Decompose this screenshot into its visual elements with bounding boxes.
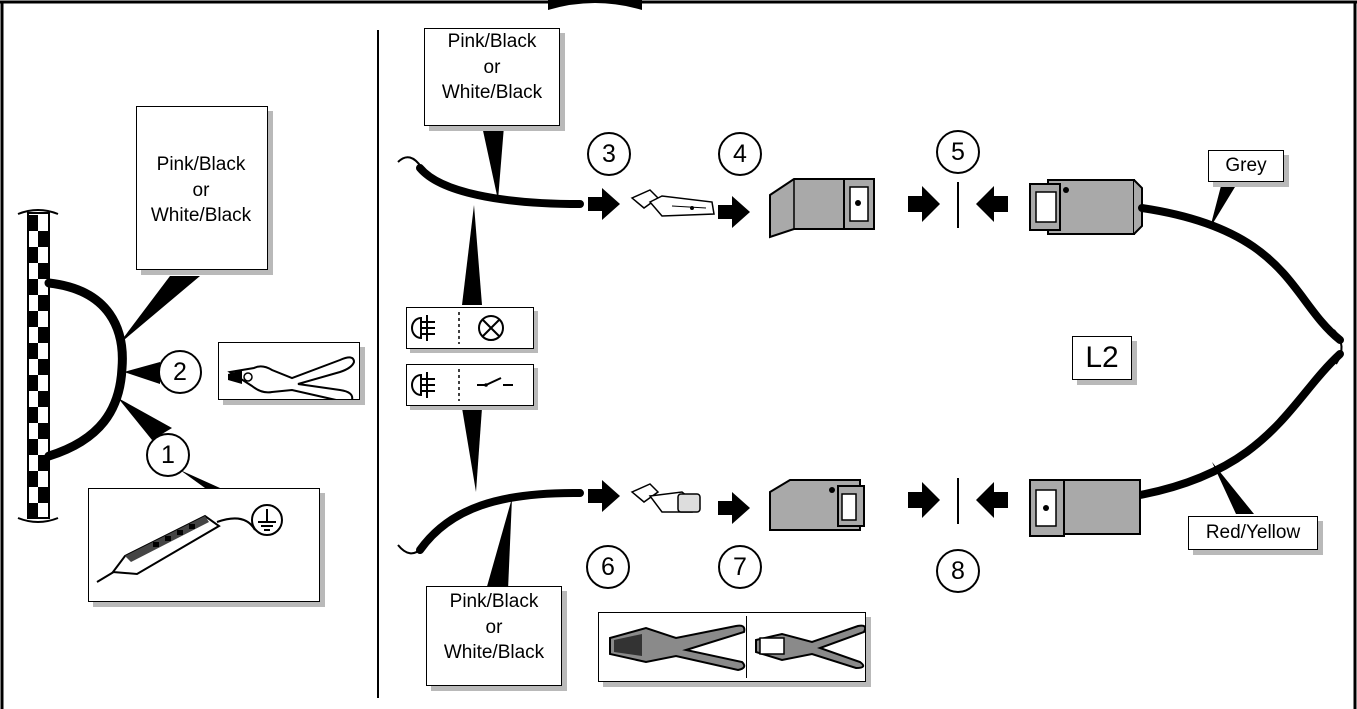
push-arrow-icon	[718, 196, 750, 228]
step-number-3: 3	[587, 132, 631, 176]
connector-housing-icon	[1029, 479, 1141, 537]
fog-lamp-icon	[411, 372, 435, 398]
step-number-5: 5	[936, 130, 980, 174]
connector-housing-icon	[769, 178, 875, 239]
wire-color-line-1: Pink/Black	[449, 591, 539, 612]
wire-color-line-3: White/Black	[443, 642, 545, 664]
wire-label-bottom: Pink/Black or White/Black	[426, 586, 562, 686]
pointer-red-yellow	[1212, 462, 1254, 514]
push-arrow-icon	[588, 188, 620, 220]
wire-bottom-left	[416, 488, 584, 554]
wire-color-line-2: or	[483, 56, 501, 78]
step-number-6: 6	[586, 545, 630, 589]
pointer-step-2	[124, 362, 160, 384]
pointer-tester	[180, 470, 220, 488]
step-number-8: 8	[936, 549, 980, 593]
wire-label-grey: Grey	[1208, 150, 1284, 182]
step-number-7: 7	[718, 545, 762, 589]
push-arrow-icon	[718, 492, 750, 524]
pointer-fog-box	[118, 276, 200, 345]
location-code-box: L2	[1072, 336, 1132, 380]
fog-lamp-icon	[411, 315, 435, 341]
harness-strip	[17, 209, 59, 523]
crimping-tool-icon	[609, 624, 746, 672]
wire-color-line-1: Pink/Black	[156, 154, 246, 175]
connector-housing-icon	[769, 479, 865, 531]
wire-color-line-2: or	[485, 616, 503, 638]
wire-label-red-yellow: Red/Yellow	[1188, 516, 1318, 550]
tools-divider	[746, 616, 747, 678]
pointer-symbol-up	[462, 205, 482, 305]
fog-switch-symbol-box	[406, 364, 534, 406]
circuit-tester-icon	[96, 504, 283, 583]
wire-top-left	[416, 164, 584, 208]
wire-color-line-3: White/Black	[150, 205, 252, 227]
bulb-cross-icon	[478, 315, 504, 341]
pointer-top-label	[482, 126, 504, 200]
switch-icon	[477, 377, 513, 387]
fog-switch-label-box	[136, 106, 268, 270]
side-cutter-icon	[227, 356, 356, 404]
pointer-grey	[1210, 182, 1238, 228]
circuit-tester-box	[88, 488, 320, 602]
terminal-icon	[630, 189, 715, 217]
wire-label-top: Pink/Black or White/Black	[424, 28, 560, 126]
wire-stripper-icon	[755, 624, 867, 670]
step-number-1: 1	[146, 433, 190, 477]
connector-housing-icon	[1029, 179, 1143, 235]
push-together-bottom	[908, 478, 1008, 524]
wire-color-line-1: Pink/Black	[447, 31, 537, 52]
wire-red-yellow	[1136, 350, 1344, 499]
step-number-2: 2	[158, 350, 202, 394]
pointer-symbol-down	[462, 408, 482, 492]
crimp-strip-tools-box	[598, 612, 866, 682]
wire-color-line-3: White/Black	[441, 82, 543, 104]
push-together-top	[908, 182, 1008, 228]
pointer-bottom-label	[486, 498, 512, 590]
terminal-icon	[630, 483, 701, 513]
push-arrow-icon	[588, 480, 620, 512]
fog-wire-color-label: Pink/Black or White/Black	[136, 152, 266, 229]
side-cutter-box	[218, 342, 360, 400]
fog-bulb-symbol-box	[406, 307, 534, 349]
wire-grey	[1138, 204, 1344, 344]
step-number-4: 4	[718, 132, 762, 176]
wire-color-line-2: or	[192, 179, 210, 201]
pointer-step-1	[118, 398, 172, 440]
fog-light-wire-loop	[44, 278, 127, 461]
